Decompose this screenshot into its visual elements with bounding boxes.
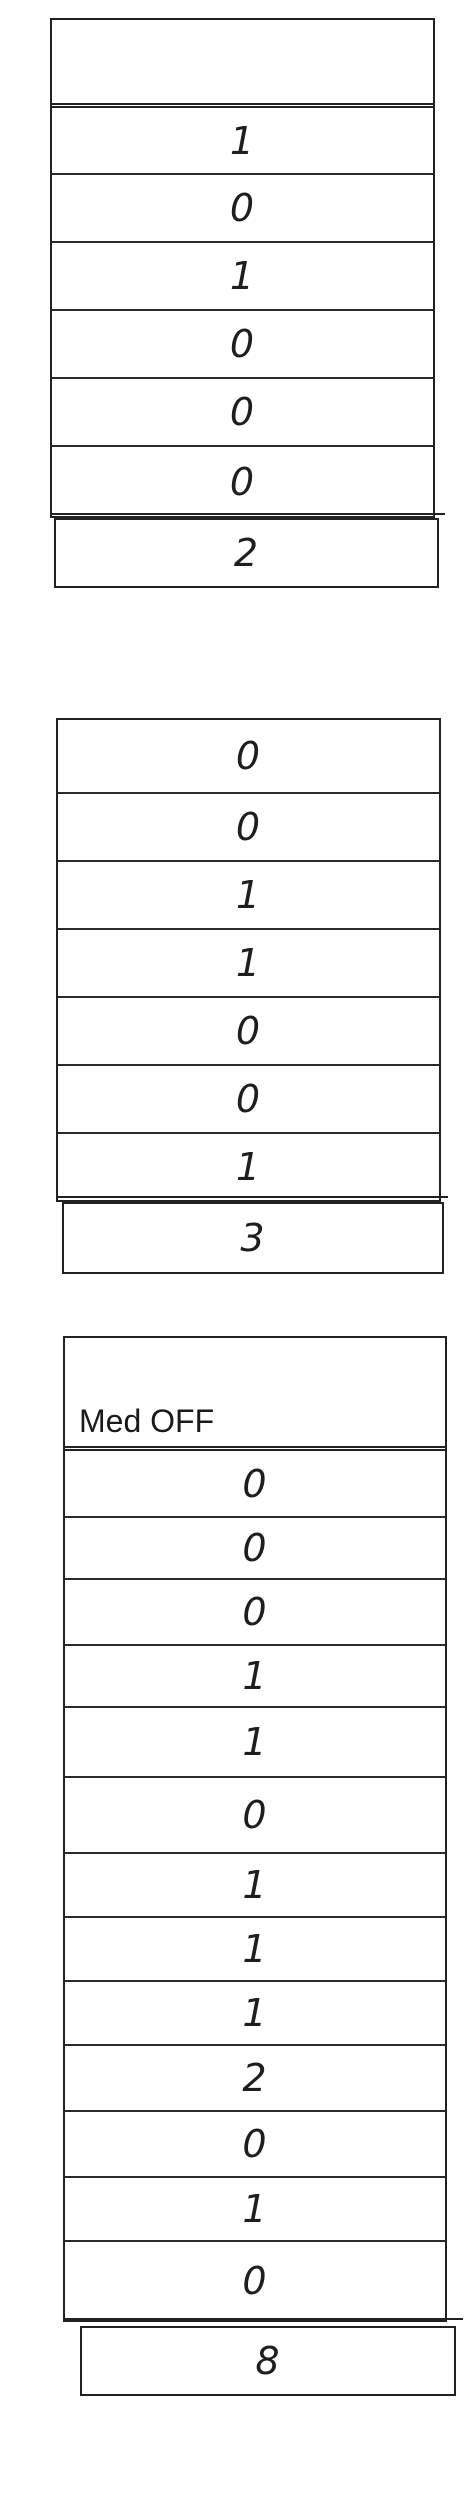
table-3-value: 0 — [242, 1461, 268, 1506]
table-2-total-separator — [56, 1196, 448, 1198]
table-3-value: 1 — [242, 2187, 268, 2231]
table-3-row: 0 — [65, 2240, 445, 2320]
table-3-row: 1 — [65, 1852, 445, 1916]
table-1-value: 1 — [229, 118, 256, 163]
table-2-value: 0 — [235, 805, 262, 849]
table-3-row: 1 — [65, 1916, 445, 1980]
table-3-value: 2 — [242, 2056, 268, 2100]
table-3-header-cell: Med OFF — [65, 1338, 445, 1448]
table-2-value: 0 — [235, 734, 262, 778]
table-2-value: 1 — [235, 873, 262, 917]
score-table-2: 0 0 1 1 0 0 1 — [56, 718, 441, 1202]
table-1-total-cell: 2 — [54, 518, 439, 588]
table-3-value: 0 — [242, 2122, 268, 2166]
table-3-row: 1 — [65, 2176, 445, 2240]
table-1-total-separator — [50, 513, 445, 515]
table-2-total-cell: 3 — [62, 1202, 444, 1274]
table-1-row: 0 — [52, 377, 433, 445]
table-3-total-value: 8 — [255, 2339, 281, 2383]
table-3-value: 0 — [242, 1526, 268, 1570]
table-3-row: 0 — [65, 1578, 445, 1644]
table-3-value: 0 — [242, 2259, 268, 2303]
table-3-row: 0 — [65, 2110, 445, 2176]
table-1-value: 1 — [229, 254, 256, 298]
table-2-value: 0 — [235, 1077, 262, 1121]
table-3-row: 1 — [65, 1706, 445, 1776]
table-1-row: 0 — [52, 309, 433, 377]
table-3-total-separator — [63, 2318, 463, 2320]
table-2-row: 1 — [58, 860, 439, 928]
table-1-total-value: 2 — [233, 531, 260, 575]
table-3-row: 1 — [65, 1980, 445, 2044]
table-2-row: 0 — [58, 996, 439, 1064]
table-2-value: 1 — [235, 941, 262, 985]
score-table-1: 1 0 1 0 0 0 — [50, 18, 435, 518]
table-1-value: 0 — [229, 390, 256, 434]
table-3-header-label: Med OFF — [79, 1403, 215, 1439]
table-3-total-cell: 8 — [80, 2326, 456, 2396]
table-3-value: 1 — [242, 1654, 268, 1698]
table-1-value: 0 — [229, 186, 256, 230]
table-1-row: 1 — [52, 103, 433, 173]
table-3-value: 1 — [242, 1863, 268, 1907]
score-table-3: Med OFF 0 0 0 1 1 0 1 1 1 2 0 1 0 — [63, 1336, 447, 2322]
table-2-value: 0 — [235, 1009, 262, 1053]
table-2-value: 1 — [235, 1145, 262, 1189]
table-2-row: 0 — [58, 1064, 439, 1132]
table-1-row: 0 — [52, 173, 433, 241]
table-3-value: 1 — [242, 1991, 268, 2035]
table-2-row: 1 — [58, 928, 439, 996]
table-3-value: 1 — [242, 1720, 268, 1764]
table-2-row: 0 — [58, 720, 439, 792]
table-2-total-value: 3 — [240, 1216, 266, 1260]
table-3-value: 1 — [242, 1927, 268, 1971]
table-1-value: 0 — [229, 459, 256, 504]
table-1-row: 0 — [52, 445, 433, 516]
table-2-row: 0 — [58, 792, 439, 860]
table-3-row: 1 — [65, 1644, 445, 1706]
table-2-row: 1 — [58, 1132, 439, 1200]
table-1-value: 0 — [229, 322, 256, 366]
table-3-value: 0 — [242, 1793, 268, 1837]
table-3-row: 2 — [65, 2044, 445, 2110]
table-1-header-cell — [52, 20, 433, 105]
table-3-value: 0 — [242, 1590, 268, 1634]
table-3-row: 0 — [65, 1776, 445, 1852]
table-3-row: 0 — [65, 1516, 445, 1578]
table-3-row: 0 — [65, 1446, 445, 1516]
table-1-row: 1 — [52, 241, 433, 309]
